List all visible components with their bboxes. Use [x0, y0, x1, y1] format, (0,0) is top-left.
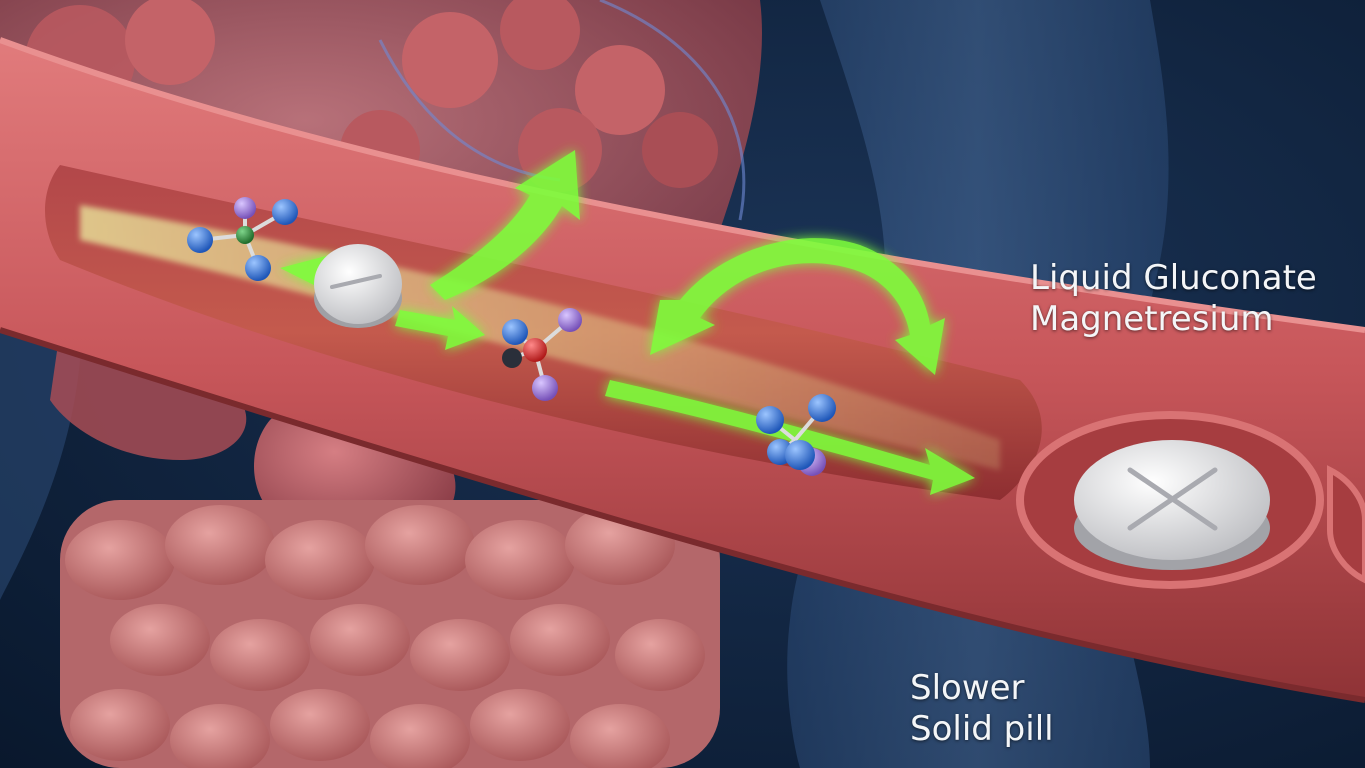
intestines — [60, 500, 720, 768]
molecule-icon-2 — [502, 308, 582, 401]
arrow-loop-icon — [650, 238, 945, 375]
arrow-up-icon — [430, 150, 580, 300]
solid-label-line-1: Slower — [910, 668, 1025, 708]
solid-pill-label: Slower Solid pill — [910, 668, 1054, 750]
dissolving-pill-icon — [314, 244, 402, 328]
arrow-right-flow-icon — [395, 306, 485, 350]
liquid-label-line-1: Liquid Gluconate — [1030, 258, 1317, 298]
solid-label-line-2: Solid pill — [910, 708, 1054, 749]
intact-pill-icon — [1074, 440, 1270, 570]
molecule-icon-1 — [187, 197, 298, 281]
liquid-label-line-2: Magnetresium — [1030, 298, 1274, 339]
liquid-gluconate-label: Liquid Gluconate Magnetresium — [1030, 258, 1317, 340]
molecule-icon-3 — [756, 394, 836, 476]
